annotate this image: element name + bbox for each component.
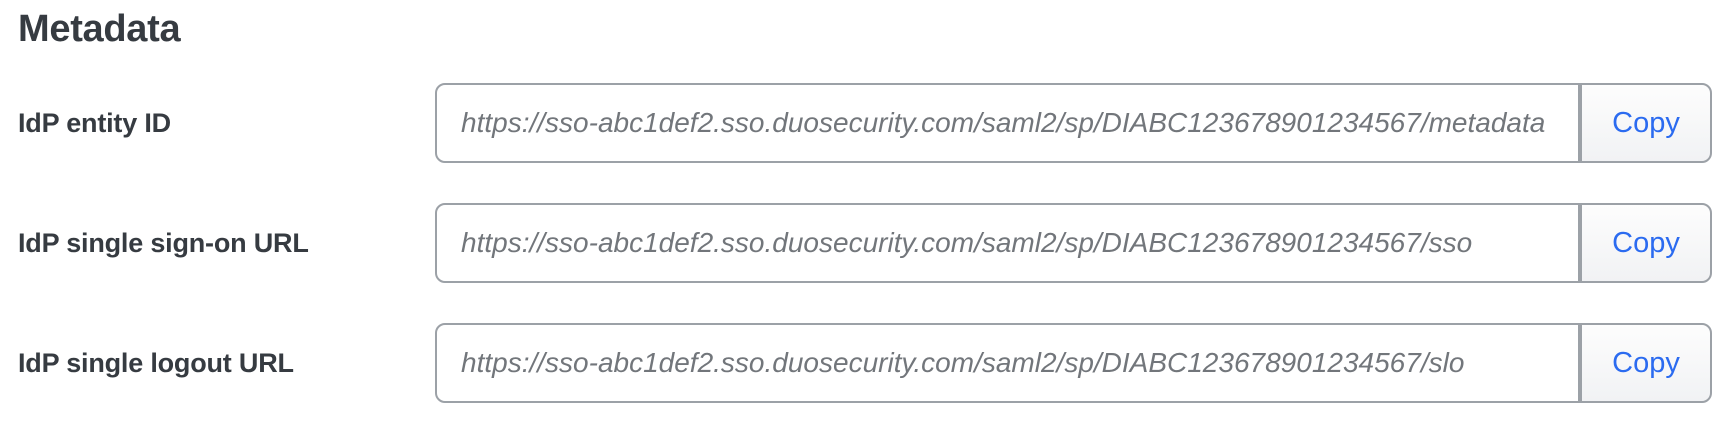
idp-slo-url-input[interactable] [435, 323, 1580, 403]
section-title: Metadata [18, 8, 181, 50]
idp-entity-id-input[interactable] [435, 83, 1580, 163]
copy-button-idp-sso-url[interactable]: Copy [1580, 203, 1712, 283]
field-label-idp-entity-id: IdP entity ID [18, 107, 171, 138]
idp-sso-url-input-group: Copy [435, 203, 1712, 283]
field-label-idp-sso-url: IdP single sign-on URL [18, 227, 309, 258]
idp-entity-id-input-group: Copy [435, 83, 1712, 163]
metadata-row: IdP entity ID Copy [18, 83, 1712, 163]
metadata-section: Metadata IdP entity ID Copy IdP single s… [18, 8, 1712, 403]
idp-slo-url-input-group: Copy [435, 323, 1712, 403]
metadata-row: IdP single sign-on URL Copy [18, 203, 1712, 283]
field-label-idp-slo-url: IdP single logout URL [18, 347, 294, 378]
idp-sso-url-input[interactable] [435, 203, 1580, 283]
metadata-row: IdP single logout URL Copy [18, 323, 1712, 403]
copy-button-idp-slo-url[interactable]: Copy [1580, 323, 1712, 403]
copy-button-idp-entity-id[interactable]: Copy [1580, 83, 1712, 163]
